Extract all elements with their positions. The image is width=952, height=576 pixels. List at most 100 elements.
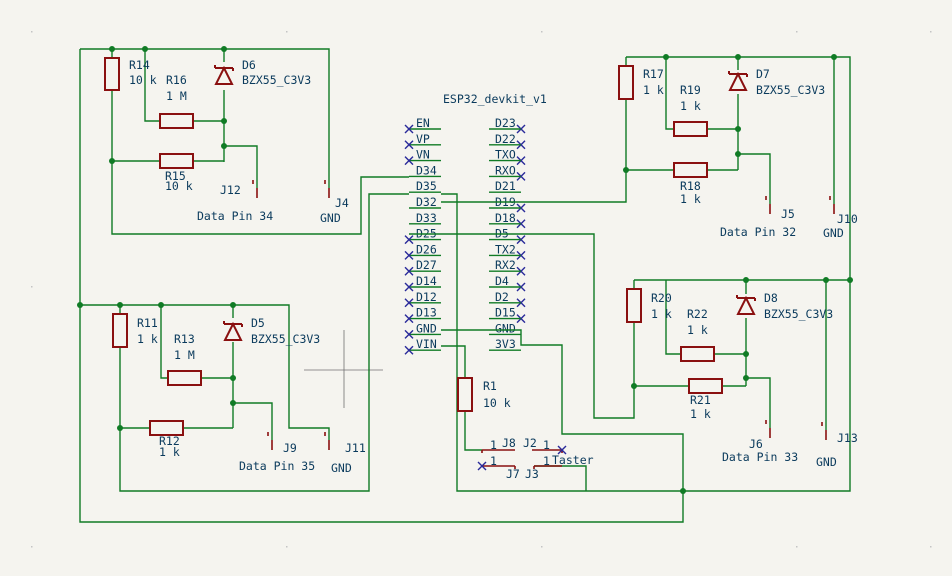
- esp32-pin-vin[interactable]: VIN: [409, 337, 441, 351]
- r11-ref: R11: [137, 316, 158, 330]
- resistor-r20[interactable]: [626, 288, 642, 323]
- zener-diode-d6[interactable]: [214, 65, 234, 85]
- resistor-r13[interactable]: [167, 370, 202, 386]
- connector-j3-pin[interactable]: [533, 465, 562, 469]
- esp32-pin-rx2-r[interactable]: RX2: [489, 258, 521, 272]
- no-connect-marker: [404, 266, 414, 276]
- j13-label: GND: [816, 455, 837, 469]
- resistor-r14[interactable]: [104, 57, 120, 91]
- zener-diode-d8[interactable]: [736, 295, 756, 315]
- esp32-pin-vn[interactable]: VN: [409, 148, 441, 162]
- esp32-pin-d34[interactable]: D34: [409, 163, 441, 177]
- resistor-r11[interactable]: [112, 313, 128, 348]
- esp32-pin-label: VP: [416, 132, 430, 146]
- esp32-pin-label: RXO: [495, 163, 516, 177]
- esp32-pin-d26[interactable]: D26: [409, 242, 441, 256]
- resistor-r19[interactable]: [673, 121, 708, 137]
- connector-j5-pin[interactable]: [765, 196, 771, 214]
- resistor-r16[interactable]: [159, 113, 194, 129]
- connector-j6-pin[interactable]: [765, 420, 771, 438]
- esp32-pin-gnd[interactable]: GND: [409, 321, 441, 335]
- j2-ref: J2: [523, 436, 537, 450]
- esp32-pin-label: D34: [416, 163, 437, 177]
- esp32-pin-d32[interactable]: D32: [409, 195, 441, 209]
- r21-value: 1 k: [690, 407, 711, 421]
- resistor-r1[interactable]: [457, 377, 473, 412]
- resistor-r21[interactable]: [688, 378, 723, 394]
- j11-label: GND: [331, 461, 352, 475]
- j6-ref: J6: [749, 437, 763, 451]
- esp32-module[interactable]: ESP32_devkit_v1 ENVPVND34D35D32D33D25D26…: [404, 92, 547, 355]
- r14-ref: R14: [129, 58, 150, 72]
- esp32-pin-d18-r[interactable]: D18: [489, 211, 521, 225]
- connector-j11-pin[interactable]: [324, 432, 330, 450]
- esp32-pin-gnd-r[interactable]: GND: [489, 321, 521, 335]
- no-connect-marker: [404, 345, 414, 355]
- esp32-pin-d2-r[interactable]: D2: [489, 290, 521, 304]
- esp32-pin-d12[interactable]: D12: [409, 290, 441, 304]
- esp32-pin-label: D35: [416, 179, 437, 193]
- esp32-pin-d21-r[interactable]: D21: [489, 179, 521, 193]
- r13-ref: R13: [174, 332, 195, 346]
- esp32-pin-label: D32: [416, 195, 437, 209]
- resistor-r22[interactable]: [680, 346, 715, 362]
- esp32-pin-label: 3V3: [495, 337, 516, 351]
- esp32-pin-label: D22: [495, 132, 516, 146]
- esp32-pin-label: D18: [495, 211, 516, 225]
- connector-j8-pin[interactable]: [481, 449, 515, 453]
- esp32-pin-en[interactable]: EN: [409, 116, 441, 130]
- r1-ref: R1: [483, 379, 497, 393]
- esp32-pin-label: D14: [416, 274, 437, 288]
- resistor-r18[interactable]: [673, 162, 708, 178]
- esp32-pin-d22-r[interactable]: D22: [489, 132, 521, 146]
- sensor-circuit-4: R20 1 k R22 1 k R21 1 k D8 BZX55_C3V3 J6…: [409, 193, 858, 494]
- esp32-pin-tx2-r[interactable]: TX2: [489, 242, 521, 256]
- d6-ref: D6: [242, 58, 256, 72]
- zener-diode-d7[interactable]: [728, 71, 748, 91]
- r15-ref: R15: [165, 169, 186, 183]
- esp32-pin-label: VIN: [416, 337, 437, 351]
- connector-j12-pin[interactable]: [252, 180, 258, 198]
- r19-value: 1 k: [680, 99, 701, 113]
- esp32-pin-label: D4: [495, 274, 509, 288]
- esp32-pin-3v3-r[interactable]: 3V3: [489, 337, 521, 351]
- grid-dots: [31, 31, 932, 548]
- resistor-r15[interactable]: [159, 153, 194, 169]
- no-connect-marker: [404, 156, 414, 166]
- j7-ref: J7: [506, 467, 520, 481]
- sensor-circuit-1: R14 10 k R16 1 M R15 10 k D6 BZX55_C3V3 …: [80, 46, 409, 235]
- resistor-r17[interactable]: [618, 65, 634, 100]
- esp32-pin-rxo-r[interactable]: RXO: [489, 163, 521, 177]
- no-connect-marker: [404, 282, 414, 292]
- j11-ref: J11: [345, 441, 366, 455]
- esp32-pin-d15-r[interactable]: D15: [489, 306, 521, 320]
- esp32-pin-d27[interactable]: D27: [409, 258, 441, 272]
- esp32-pin-vp[interactable]: VP: [409, 132, 441, 146]
- r15-value: 10 k: [165, 179, 193, 193]
- button-circuit: R1 10 k 1 J8 J2 1 1 J7 J3 1 Taster: [441, 329, 684, 491]
- esp32-pin-d33[interactable]: D33: [409, 211, 441, 225]
- r12-value: 1 k: [159, 445, 180, 459]
- connector-j9-pin[interactable]: [267, 432, 273, 450]
- r11-value: 1 k: [137, 332, 158, 346]
- connector-j13-pin[interactable]: [821, 422, 827, 440]
- esp32-pin-label: D21: [495, 179, 516, 193]
- d6-value: BZX55_C3V3: [242, 73, 311, 87]
- sensor-circuit-3: R17 1 k R19 1 k R18 1 k D7 BZX55_C3V3 J5…: [441, 54, 858, 280]
- connector-j7-pin[interactable]: [482, 465, 516, 469]
- d7-value: BZX55_C3V3: [756, 83, 825, 97]
- r19-ref: R19: [680, 83, 701, 97]
- esp32-pin-d13[interactable]: D13: [409, 306, 441, 320]
- esp32-pin-d35[interactable]: D35: [409, 179, 441, 193]
- esp32-pin-d14[interactable]: D14: [409, 274, 441, 288]
- esp32-pin-d23-r[interactable]: D23: [489, 116, 521, 130]
- connector-j10-pin[interactable]: [829, 196, 835, 214]
- no-connect-marker: [404, 329, 414, 339]
- esp32-pin-d4-r[interactable]: D4: [489, 274, 521, 288]
- esp32-pin-txo-r[interactable]: TXO: [489, 148, 521, 162]
- resistor-r12[interactable]: [149, 420, 184, 436]
- esp32-pin-label: TXO: [495, 148, 516, 162]
- connector-j4-pin[interactable]: [324, 180, 330, 198]
- zener-diode-d5[interactable]: [223, 321, 243, 341]
